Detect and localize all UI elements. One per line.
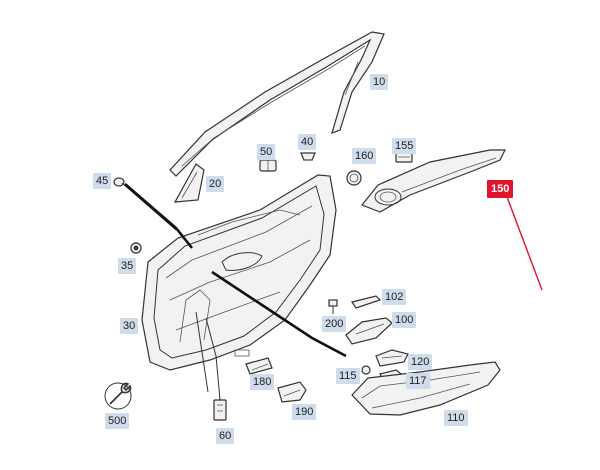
callout-500[interactable]: 500: [105, 413, 130, 429]
callout-190[interactable]: 190: [292, 404, 317, 420]
part-20-corner-trim[interactable]: [173, 163, 205, 203]
part-150-trim-strip[interactable]: [361, 149, 506, 213]
callout-102[interactable]: 102: [382, 289, 407, 305]
part-120-switch-unit[interactable]: [375, 349, 409, 367]
part-60-connector[interactable]: [205, 317, 227, 421]
callout-200[interactable]: 200: [322, 316, 347, 332]
callout-115[interactable]: 115: [336, 368, 360, 384]
part-50-switch[interactable]: [259, 159, 277, 172]
callout-60[interactable]: 60: [216, 428, 235, 444]
part-180-lamp[interactable]: [245, 357, 273, 375]
part-40-fastener[interactable]: [300, 152, 316, 161]
callout-40[interactable]: 40: [298, 134, 317, 150]
callout-155[interactable]: 155: [392, 138, 417, 154]
callout-10[interactable]: 10: [370, 74, 389, 90]
callout-180[interactable]: 180: [250, 374, 275, 390]
callout-160[interactable]: 160: [352, 148, 377, 164]
callout-150-highlighted[interactable]: 150: [487, 180, 514, 198]
part-10-window-trim[interactable]: [169, 31, 385, 177]
part-115-plug[interactable]: [361, 365, 371, 375]
callout-45[interactable]: 45: [93, 173, 112, 189]
callout-117[interactable]: 117: [406, 373, 430, 389]
callout-120[interactable]: 120: [408, 354, 433, 370]
wrench-icon[interactable]: [104, 382, 132, 410]
part-45-clip[interactable]: [113, 177, 177, 231]
part-100-handle-bezel[interactable]: [345, 317, 393, 345]
part-35-clip[interactable]: [130, 242, 142, 254]
part-160-speaker-cover[interactable]: [346, 170, 362, 186]
part-190-handle-unit[interactable]: [277, 381, 307, 403]
callout-100[interactable]: 100: [392, 312, 417, 328]
part-102-handle-trim[interactable]: [351, 295, 382, 309]
callout-30[interactable]: 30: [120, 318, 139, 334]
part-30-door-panel[interactable]: [141, 174, 337, 371]
callout-35[interactable]: 35: [118, 258, 137, 274]
callout-50[interactable]: 50: [257, 144, 276, 160]
part-200-screw[interactable]: [328, 299, 338, 314]
callout-110[interactable]: 110: [444, 410, 468, 426]
callout-20[interactable]: 20: [206, 176, 225, 192]
